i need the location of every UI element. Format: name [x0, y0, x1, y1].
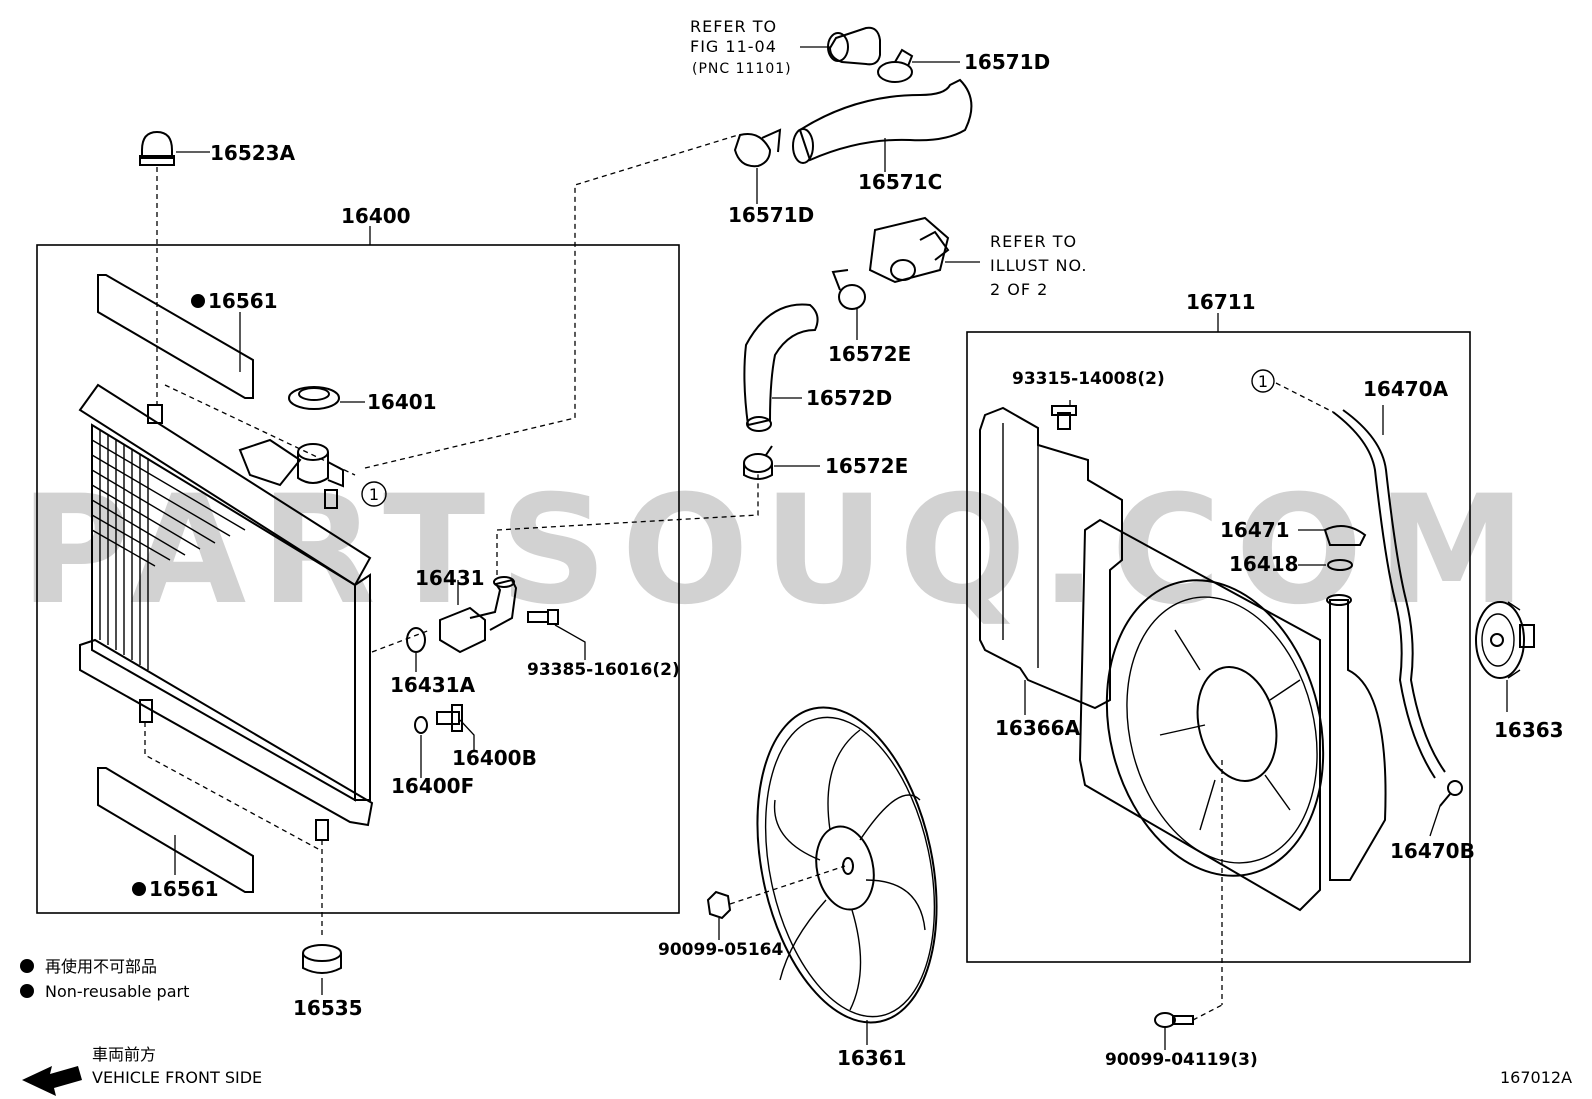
label-16401: 16401 [367, 390, 437, 414]
legend-non-reusable-jp: 再使用不可部品 [45, 957, 157, 976]
label-16366A: 16366A [995, 716, 1081, 740]
label-16523A: 16523A [210, 141, 296, 165]
reference-fig-line2: FIG 11-04 [690, 37, 777, 56]
label-16400F: 16400F [391, 774, 474, 798]
label-90099-04119: 90099-04119(3) [1105, 1050, 1258, 1070]
radiator-assembly [78, 383, 374, 841]
label-16471: 16471 [1220, 518, 1290, 542]
radiator-mount-cushion-upper-part [139, 130, 175, 166]
label-90099-05164: 90099-05164 [658, 940, 784, 960]
bolt-90099-04119 [1154, 1012, 1194, 1028]
callout-marker-label: 1 [369, 485, 379, 504]
radiator-inlet-hose [792, 78, 973, 164]
hose-clamp-16572E-upper [831, 269, 866, 310]
radiator-group-box [36, 244, 680, 914]
o-ring-16431A [406, 627, 426, 653]
fan-shroud-seal [979, 406, 1123, 710]
bolt-93385 [527, 609, 559, 625]
label-16561-bottom: 16561 [149, 877, 219, 901]
label-16470B: 16470B [1390, 839, 1475, 863]
fan-motor [1475, 601, 1535, 679]
label-16561-top: 16561 [208, 289, 278, 313]
label-16571D-left: 16571D [728, 203, 814, 227]
reserve-tank-gasket [1327, 559, 1353, 571]
radiator-filler-neck [297, 443, 344, 488]
label-16363: 16363 [1494, 718, 1564, 742]
reserve-tank-cap [1323, 525, 1367, 546]
screw-93315 [1051, 405, 1077, 430]
reserve-tank-hose [1332, 409, 1446, 779]
label-group-16400: 16400 [341, 204, 411, 228]
label-16431A: 16431A [390, 673, 476, 697]
reference-illust-line2: ILLUST NO. [990, 256, 1087, 275]
figure-code: 167012A [1500, 1068, 1572, 1087]
radiator-cap-part [288, 386, 340, 410]
hose-clamp-16572E-lower [743, 445, 773, 480]
radiator-seal-bottom [97, 767, 254, 893]
fan-nut [706, 890, 732, 920]
label-16400B: 16400B [452, 746, 537, 770]
label-93385-16016: 93385-16016(2) [527, 660, 680, 680]
legend-bullet-en [20, 984, 34, 998]
callout-marker-radiator [361, 481, 387, 507]
legend-vehicle-front-jp: 車両前方 [92, 1045, 156, 1064]
label-16361: 16361 [837, 1046, 907, 1070]
hose-connector-fig-11-04 [827, 26, 881, 66]
water-outlet-housing-reference [868, 216, 950, 284]
watermark: PARTSOUQ.COM [20, 464, 1540, 638]
reference-illust-line3: 2 OF 2 [990, 280, 1048, 299]
drain-cock-o-ring [414, 716, 428, 734]
label-16470A: 16470A [1363, 377, 1449, 401]
reference-fig-line1: REFER TO [690, 17, 777, 36]
legend-vehicle-front-en: VEHICLE FRONT SIDE [92, 1068, 262, 1087]
fan-shroud [1078, 518, 1387, 912]
radiator-outlet-hose [743, 303, 819, 432]
hose-clamp-top [877, 48, 914, 83]
label-16572E-bottom: 16572E [825, 454, 908, 478]
label-16431: 16431 [415, 566, 485, 590]
radiator-mount-cushion-lower [302, 944, 342, 974]
label-93315-14008: 93315-14008(2) [1012, 369, 1165, 389]
non-reusable-marker-top [191, 294, 205, 308]
radiator-seal-top [97, 274, 254, 399]
label-16535: 16535 [293, 996, 363, 1020]
callout-marker-hose [1251, 369, 1275, 393]
reference-illust-line1: REFER TO [990, 232, 1077, 251]
label-16572D: 16572D [806, 386, 892, 410]
radiator-outlet-pipe [439, 576, 518, 654]
legend-bullet-jp [20, 959, 34, 973]
label-group-16711: 16711 [1186, 290, 1256, 314]
label-16572E-top: 16572E [828, 342, 911, 366]
label-16571D-top: 16571D [964, 50, 1050, 74]
non-reusable-marker-bottom [132, 882, 146, 896]
reference-fig-line3: (PNC 11101) [692, 61, 792, 77]
hose-clip-16470B [1439, 780, 1463, 807]
fan-shroud-group-box [966, 331, 1471, 963]
legend-non-reusable-en: Non-reusable part [45, 982, 189, 1001]
cooling-fan [756, 706, 938, 1024]
label-16571C: 16571C [858, 170, 942, 194]
vehicle-front-arrow-icon [22, 1066, 82, 1096]
callout-marker-hose-label: 1 [1258, 372, 1268, 391]
hose-clamp-left [733, 128, 782, 168]
drain-cock-plug [436, 704, 463, 732]
label-16418: 16418 [1229, 552, 1299, 576]
